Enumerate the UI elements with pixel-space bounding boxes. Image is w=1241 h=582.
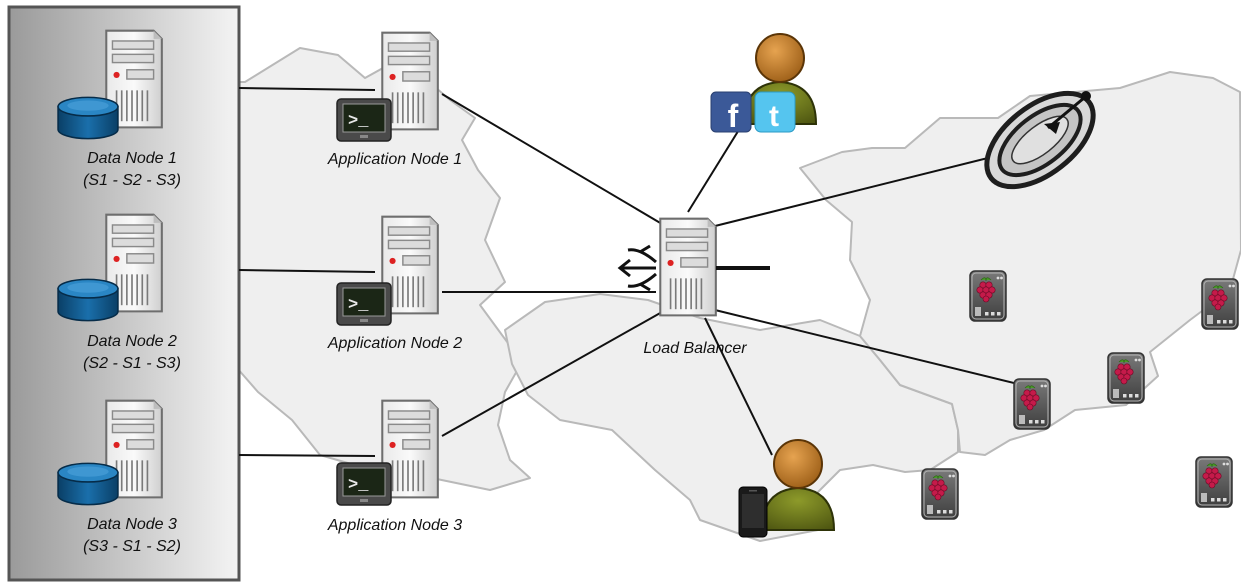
database-icon xyxy=(57,462,119,506)
raspberry-pi-icon xyxy=(1107,352,1145,404)
data-node-1-name: Data Node 1 xyxy=(87,150,177,167)
database-icon xyxy=(57,96,119,140)
facebook-icon: f xyxy=(710,91,752,134)
application-node-3-label: Application Node 3 xyxy=(300,515,490,537)
link-lb-user-mobile xyxy=(704,317,773,456)
data-node-1-label: Data Node 1 (S1 - S2 - S3) xyxy=(44,148,220,192)
data-node-2-label: Data Node 2 (S2 - S1 - S3) xyxy=(44,331,220,375)
data-node-3-label: Data Node 3 (S3 - S1 - S2) xyxy=(44,514,220,558)
application-node-2-name: Application Node 2 xyxy=(327,335,463,352)
link-data1-app1 xyxy=(238,87,376,91)
load-balancer-label: Load Balancer xyxy=(620,338,770,360)
raspberry-pi-icon xyxy=(1013,378,1051,430)
raspberry-pi-icon xyxy=(1201,278,1239,330)
load-balancer-name: Load Balancer xyxy=(643,340,747,357)
twitter-icon: t xyxy=(754,91,796,133)
data-node-2-shards: (S2 - S1 - S3) xyxy=(83,355,181,372)
link-data3-app3 xyxy=(238,454,376,457)
twitter-glyph: t xyxy=(769,100,779,133)
terminal-icon xyxy=(336,462,392,506)
link-lb-satellite xyxy=(714,151,1013,227)
data-node-2-name: Data Node 2 xyxy=(87,333,177,350)
link-app1-lb xyxy=(441,93,663,225)
raspberry-pi-icon xyxy=(1195,456,1233,508)
arrows-icon xyxy=(617,244,657,292)
application-node-1-name: Application Node 1 xyxy=(327,151,463,168)
terminal-icon xyxy=(336,98,392,142)
load-balancer xyxy=(617,217,770,317)
server-icon xyxy=(659,217,717,317)
smartphone-icon xyxy=(738,486,768,538)
raspberry-pi-icon xyxy=(921,468,959,520)
raspberry-pi-icon xyxy=(969,270,1007,322)
map-region-center xyxy=(504,293,959,542)
database-icon xyxy=(57,278,119,322)
link-lb-user-social xyxy=(687,119,746,213)
satellite-dish-icon xyxy=(984,90,1096,190)
connection-lines xyxy=(238,87,1019,457)
link-app3-lb xyxy=(441,311,663,437)
user-social: f t xyxy=(710,33,817,134)
facebook-glyph: f xyxy=(728,98,739,134)
application-node-1-label: Application Node 1 xyxy=(300,149,490,171)
link-data2-app2 xyxy=(238,269,376,273)
data-node-1-shards: (S1 - S2 - S3) xyxy=(83,172,181,189)
application-node-2-label: Application Node 2 xyxy=(300,333,490,355)
data-node-3-shards: (S3 - S1 - S2) xyxy=(83,538,181,555)
user-mobile xyxy=(738,439,835,538)
terminal-icon xyxy=(336,282,392,326)
application-node-3-name: Application Node 3 xyxy=(327,517,463,534)
link-lb-pi xyxy=(714,309,1019,385)
data-node-3-name: Data Node 3 xyxy=(87,516,177,533)
